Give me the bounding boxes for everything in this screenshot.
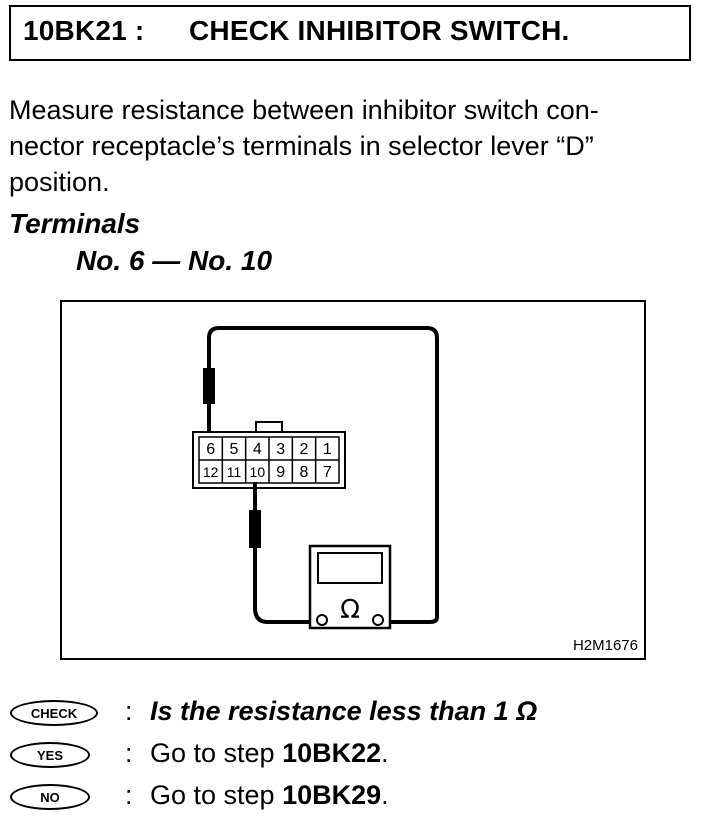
- connector-terminal-7: 7: [323, 464, 332, 481]
- figure-code: H2M1676: [572, 637, 638, 654]
- check-colon: :: [125, 696, 133, 726]
- step-header: 10BK21 : CHECK INHIBITOR SWITCH.: [9, 5, 691, 61]
- instruction-line: position.: [9, 167, 110, 197]
- connector-terminal-3: 3: [276, 441, 285, 458]
- no-suffix: .: [381, 780, 389, 810]
- connector-terminal-8: 8: [300, 464, 309, 481]
- connector-terminal-11: 11: [227, 464, 242, 480]
- test-probe-icon: [249, 510, 261, 548]
- no-prefix: Go to step: [150, 780, 283, 810]
- no-badge: NO: [10, 784, 90, 810]
- no-step-link[interactable]: 10BK29: [282, 780, 382, 810]
- step-title: CHECK INHIBITOR SWITCH.: [189, 15, 570, 46]
- no-action: Go to step 10BK29.: [150, 780, 389, 811]
- connector-terminal-5: 5: [230, 441, 239, 458]
- connector-terminal-10: 10: [250, 464, 266, 480]
- yes-action: Go to step 10BK22.: [150, 738, 389, 769]
- connector-terminal-6: 6: [206, 441, 215, 458]
- check-badge: CHECK: [10, 700, 98, 726]
- step-code: 10BK21 :: [23, 15, 145, 46]
- yes-prefix: Go to step: [150, 738, 283, 768]
- yes-badge: YES: [10, 742, 90, 768]
- connector-terminal-1: 1: [323, 441, 332, 458]
- instruction-line: nector receptacle’s terminals in selecto…: [9, 131, 594, 161]
- connector-terminal-9: 9: [276, 464, 285, 481]
- yes-colon: :: [125, 738, 133, 768]
- terminals-value: No. 6 — No. 10: [76, 245, 273, 276]
- ohm-symbol: Ω: [340, 595, 360, 625]
- yes-suffix: .: [381, 738, 389, 768]
- test-probe-icon: [203, 368, 215, 404]
- instruction-line: Measure resistance between inhibitor swi…: [9, 95, 599, 125]
- lead-wire-black: [253, 482, 316, 624]
- connector-terminal-12: 12: [203, 464, 219, 480]
- connector-terminal-4: 4: [253, 441, 262, 458]
- terminals-heading: Terminals: [9, 208, 141, 239]
- ohmmeter-icon: Ω: [308, 544, 392, 630]
- check-question: Is the resistance less than 1 Ω: [150, 696, 538, 726]
- yes-step-link[interactable]: 10BK22: [282, 738, 382, 768]
- no-colon: :: [125, 780, 133, 810]
- lead-wire-red: [207, 326, 439, 624]
- instruction-text: Measure resistance between inhibitor swi…: [9, 92, 699, 200]
- connector-terminal-2: 2: [300, 441, 309, 458]
